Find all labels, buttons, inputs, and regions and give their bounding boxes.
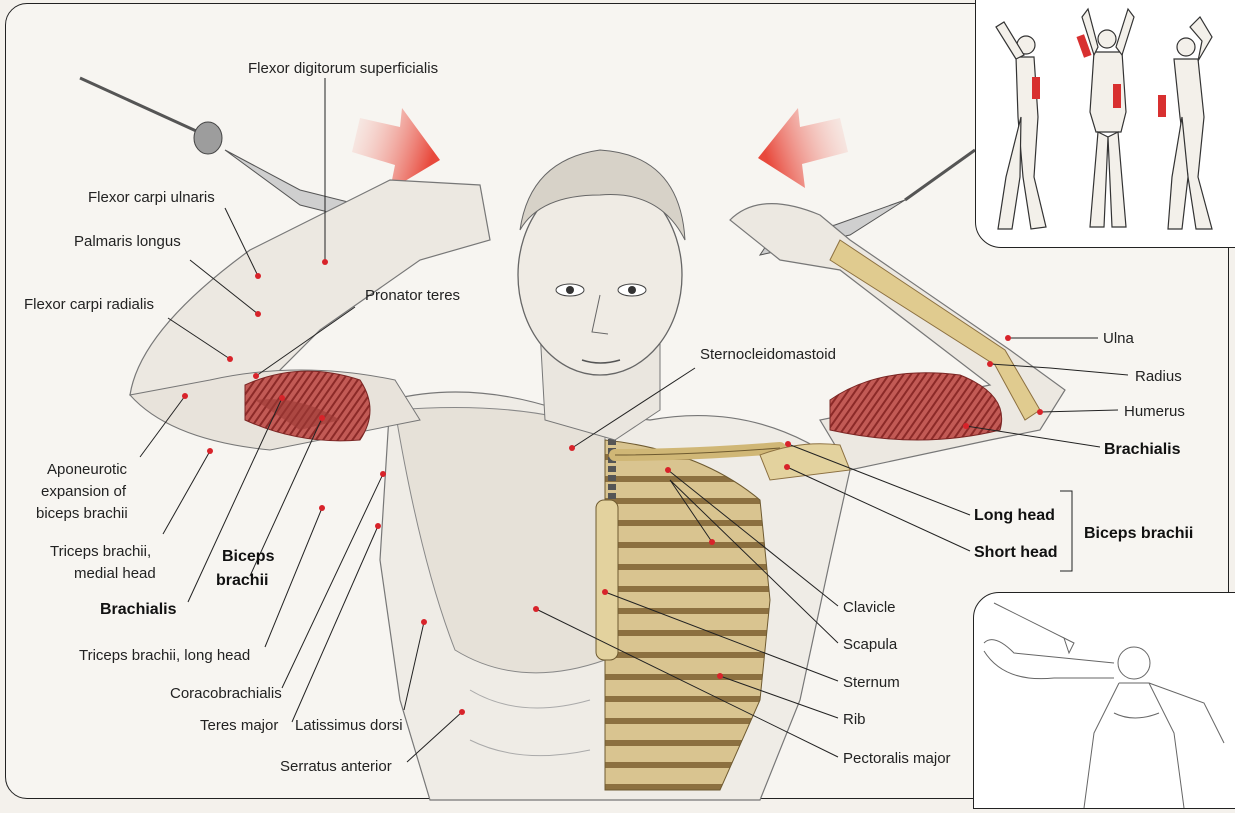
label-latissimus-dorsi: Latissimus dorsi bbox=[295, 717, 403, 734]
label-pectoralis-major: Pectoralis major bbox=[843, 750, 951, 767]
label-serratus-anterior: Serratus anterior bbox=[280, 758, 392, 775]
label-biceps-brachii-right: Biceps brachii bbox=[1084, 525, 1193, 542]
label-clavicle: Clavicle bbox=[843, 599, 896, 616]
label-biceps-left-line2: brachii bbox=[216, 572, 268, 589]
label-pronator-teres: Pronator teres bbox=[365, 287, 460, 304]
exercise-sketch-illustration bbox=[974, 593, 1235, 808]
inset-exercise-sketch bbox=[973, 592, 1235, 809]
label-flexor-digitorum-superficialis: Flexor digitorum superficialis bbox=[248, 60, 438, 77]
label-short-head: Short head bbox=[974, 544, 1058, 561]
label-triceps-medial-line2: medial head bbox=[74, 565, 156, 582]
label-aponeurotic-line3: biceps brachii bbox=[36, 505, 128, 522]
label-flexor-carpi-radialis: Flexor carpi radialis bbox=[24, 296, 154, 313]
label-biceps-left-line1: Biceps bbox=[222, 548, 275, 565]
label-coracobrachialis: Coracobrachialis bbox=[170, 685, 282, 702]
label-aponeurotic-line1: Aponeurotic bbox=[47, 461, 128, 478]
inset-body-figures bbox=[975, 0, 1235, 248]
label-sternum: Sternum bbox=[843, 674, 900, 691]
label-brachialis-right: Brachialis bbox=[1104, 441, 1181, 458]
label-rib: Rib bbox=[843, 711, 866, 728]
figure-group-illustration bbox=[976, 0, 1235, 247]
label-scapula: Scapula bbox=[843, 636, 898, 653]
label-triceps-long-head: Triceps brachii, long head bbox=[79, 647, 250, 664]
label-brachialis-left: Brachialis bbox=[100, 601, 177, 618]
label-teres-major: Teres major bbox=[200, 717, 278, 734]
label-triceps-medial-line1: Triceps brachii, bbox=[50, 543, 151, 560]
label-radius: Radius bbox=[1135, 368, 1182, 385]
label-flexor-carpi-ulnaris: Flexor carpi ulnaris bbox=[88, 189, 215, 206]
label-ulna: Ulna bbox=[1103, 330, 1135, 347]
label-sternocleidomastoid: Sternocleidomastoid bbox=[700, 346, 836, 363]
push-arrow-icon bbox=[758, 108, 848, 188]
push-arrow-icon bbox=[352, 108, 440, 190]
label-aponeurotic-line2: expansion of bbox=[41, 483, 127, 500]
label-long-head: Long head bbox=[974, 507, 1055, 524]
label-humerus: Humerus bbox=[1124, 403, 1185, 420]
label-palmaris-longus: Palmaris longus bbox=[74, 233, 181, 250]
head bbox=[518, 150, 685, 440]
